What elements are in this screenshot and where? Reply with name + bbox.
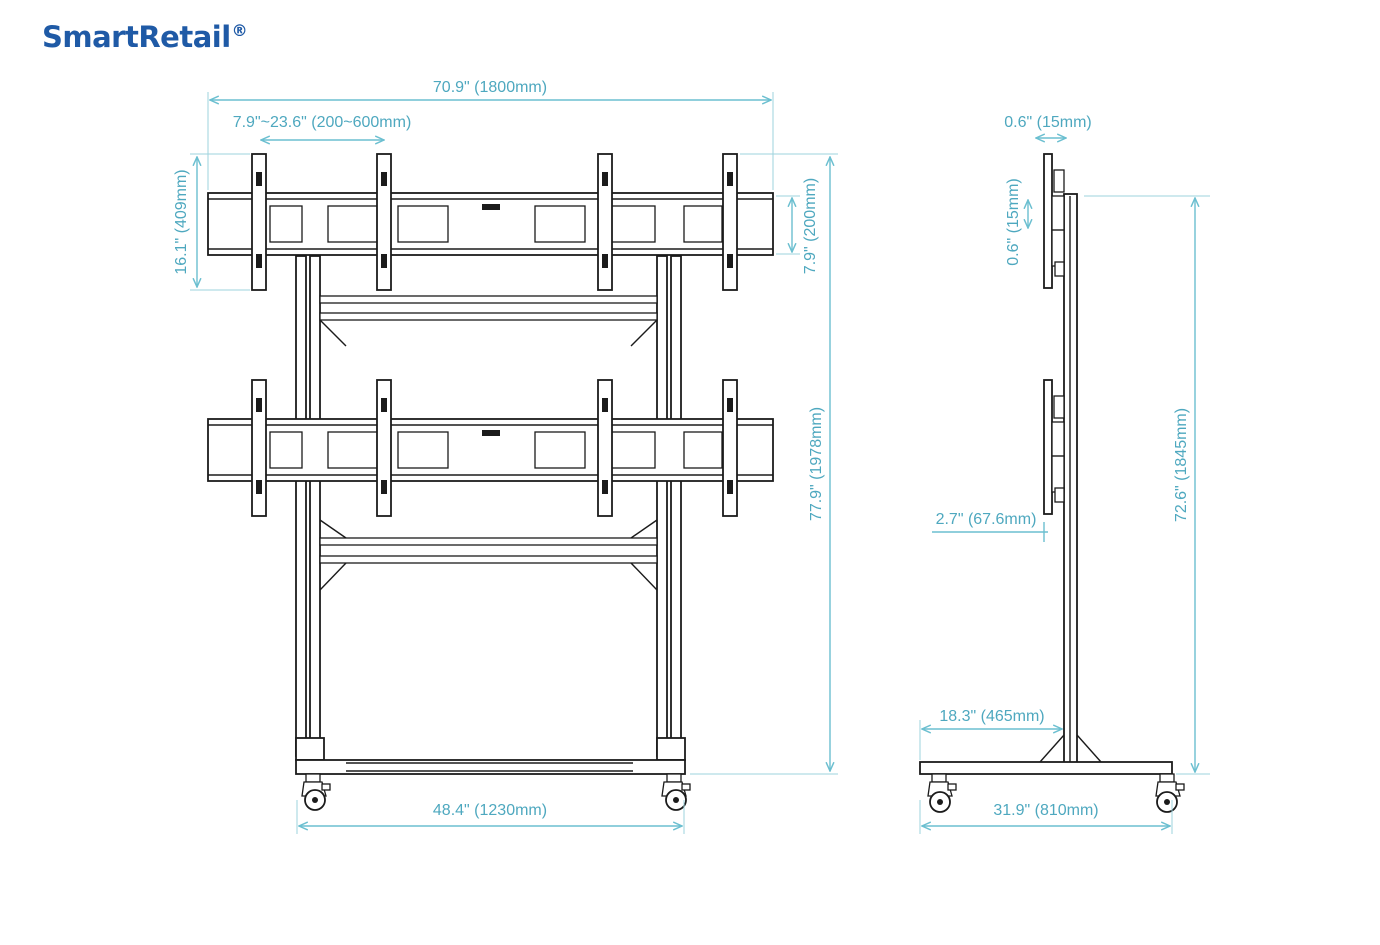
dimension-bracket-height: 16.1" (409mm) [173,153,250,291]
label-screen-offset: 2.7" (67.6mm) [936,511,1037,528]
side-pole [1063,193,1078,765]
brackets-lower [251,379,738,517]
label-foot-offset: 18.3" (465mm) [939,708,1044,725]
dimension-base-depth: 31.9" (810mm) [919,800,1173,834]
label-overall-width: 70.9" (1800mm) [433,79,547,96]
label-pole-height: 72.6" (1845mm) [1173,408,1190,522]
upright-right [656,255,682,757]
label-overall-height: 77.9" (1978mm) [808,407,825,521]
rail-lower [207,418,774,482]
crossbar-lower [319,519,658,591]
brand-logo: SmartRetail® [42,20,248,54]
dimension-foot-offset: 18.3" (465mm) [919,708,1062,760]
side-view: 0.6" (15mm) 0.6" (15mm) 72.6" (1845mm) 2… [919,114,1210,834]
dimension-overall-width: 70.9" (1800mm) [207,79,774,190]
label-base-depth: 31.9" (810mm) [993,802,1098,819]
label-vesa-range: 7.9"~23.6" (200~600mm) [233,114,412,131]
dimension-base-width: 48.4" (1230mm) [296,800,685,834]
brand-name: SmartRetail [42,20,231,54]
side-caster-right [1155,773,1185,813]
label-rail-height: 7.9" (200mm) [802,178,819,274]
dimension-top-depth: 0.6" (15mm) [1004,114,1092,138]
dimension-side-offset: 0.6" (15mm) [1005,178,1028,266]
registered-mark: ® [231,21,248,41]
label-top-depth: 0.6" (15mm) [1004,114,1091,131]
dimension-screen-offset: 2.7" (67.6mm) [932,511,1048,542]
label-bracket-height: 16.1" (409mm) [173,169,190,274]
brackets-upper [251,153,738,291]
label-base-width: 48.4" (1230mm) [433,802,547,819]
label-side-offset: 0.6" (15mm) [1005,178,1022,265]
rail-upper [207,192,774,256]
side-mount-lower [1043,379,1065,515]
caster-right [661,773,691,811]
crossbar-upper [319,295,658,347]
upright-left [295,255,321,757]
caster-left [301,773,331,811]
dimension-vesa-range: 7.9"~23.6" (200~600mm) [233,114,412,140]
dimension-pole-height: 72.6" (1845mm) [1084,195,1210,775]
front-view: 70.9" (1800mm) 7.9"~23.6" (200~600mm) 16… [173,79,838,834]
dimension-overall-height: 77.9" (1978mm) [690,153,838,775]
front-base [295,737,686,775]
dimension-rail-height: 7.9" (200mm) [776,178,819,274]
side-base [919,734,1173,775]
side-caster-left [927,773,957,813]
side-mount-upper [1043,153,1065,289]
